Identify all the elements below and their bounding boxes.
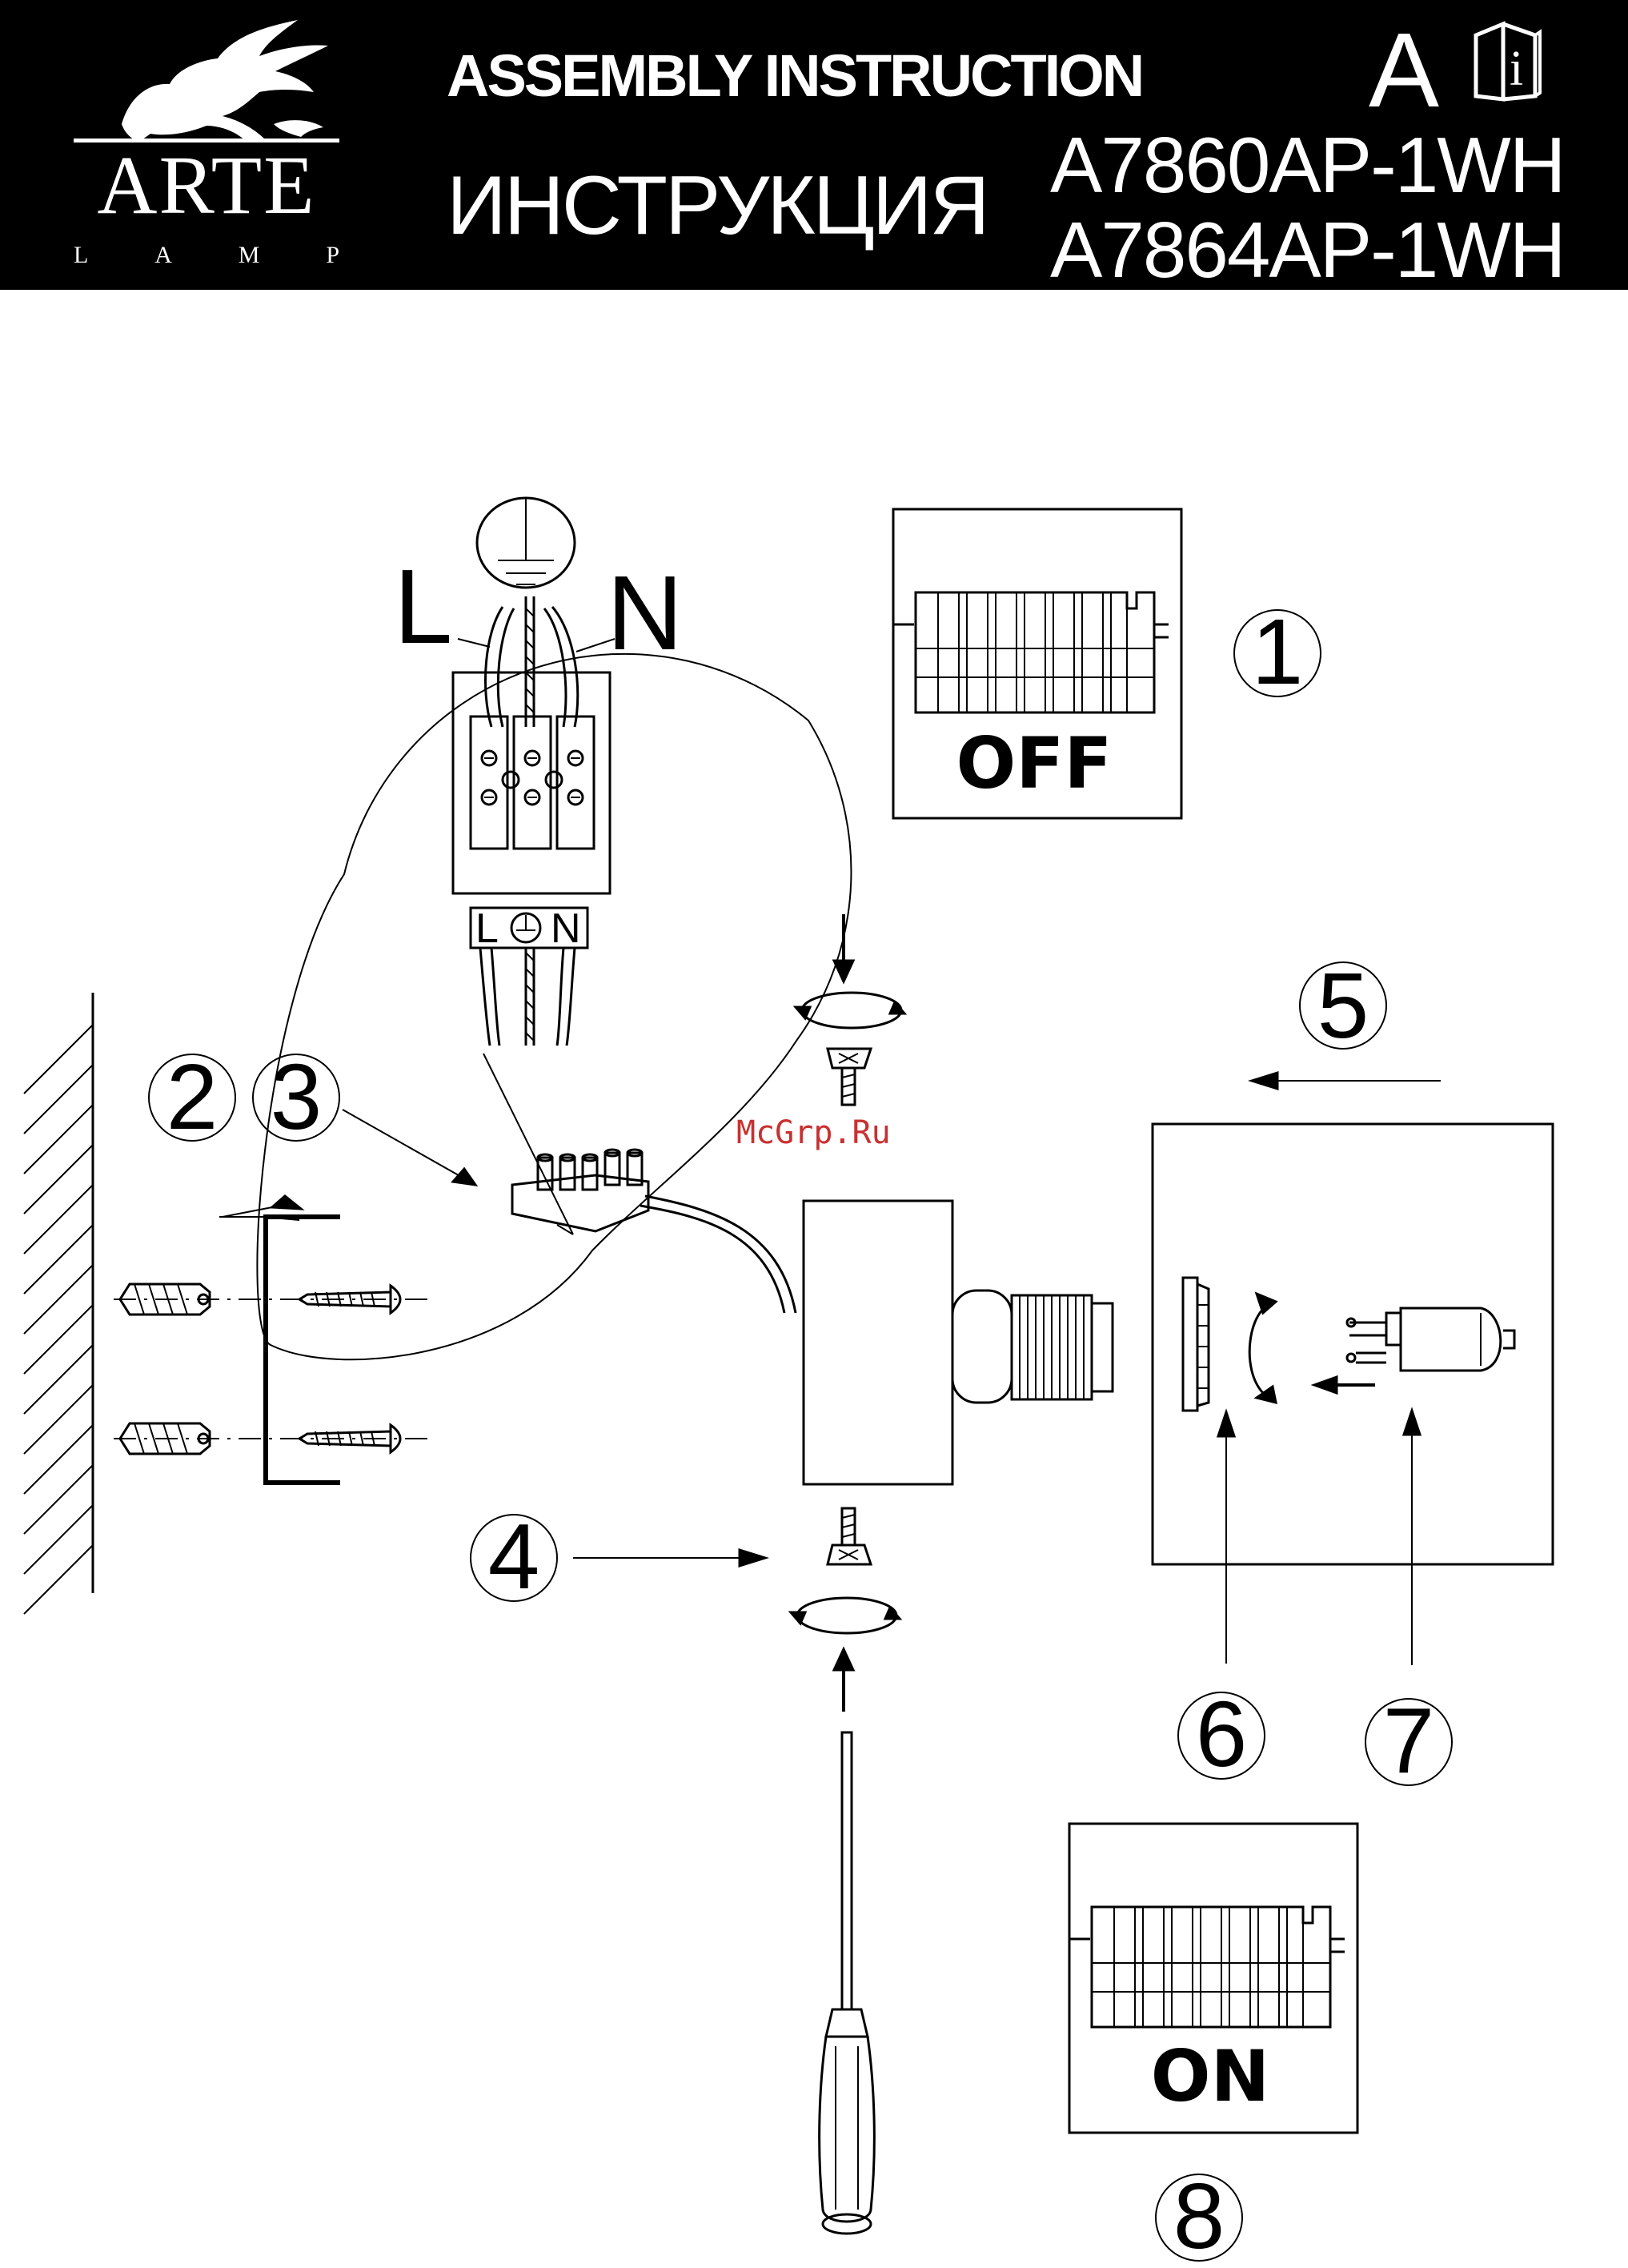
rotate-arrow-bulb: [1249, 1294, 1276, 1403]
info-book-icon: i: [1471, 16, 1543, 106]
rotate-arrow-upper: [796, 993, 904, 1028]
terminal-label-neutral: N: [551, 908, 581, 949]
step-number-4: 4: [466, 1510, 562, 1603]
rotate-arrow-lower: [791, 1598, 900, 1633]
switch-on-label: ON: [1066, 2041, 1354, 2112]
step-number-2: 2: [144, 1050, 240, 1143]
brand-subtitle: L A M P: [74, 242, 339, 269]
step-number-8: 8: [1151, 2170, 1247, 2262]
watermark-text: McGrp.Ru: [736, 1114, 891, 1151]
wall: [24, 993, 93, 1614]
switch-on-icon: [1092, 1907, 1345, 2027]
step-number-3: 3: [248, 1050, 344, 1143]
earth-symbol: [477, 498, 575, 588]
neutral-wire: [544, 607, 578, 727]
terminal-block: [512, 1150, 648, 1231]
brand-sub-letter: A: [154, 242, 172, 269]
neutral-label: N: [607, 560, 683, 666]
model-number-2: A7864AP-1WH: [1050, 205, 1565, 295]
halogen-bulb-icon: [1347, 1308, 1514, 1371]
socket-face: [1183, 1278, 1209, 1411]
screwdriver-icon: [820, 1732, 875, 2234]
live-label: L: [394, 554, 452, 660]
brand-sub-letter: M: [239, 242, 260, 269]
book-letter: i: [1510, 42, 1523, 96]
power-cable: [640, 1196, 796, 1313]
live-wire: [485, 607, 514, 727]
title-russian: ИНСТРУКЦИЯ: [447, 159, 988, 254]
brand-sub-letter: L: [74, 242, 88, 269]
diagram-drawing: [0, 290, 1628, 2263]
screw-upper: [828, 1049, 871, 1105]
step-number-6: 6: [1173, 1688, 1269, 1780]
step-number-5: 5: [1295, 959, 1391, 1052]
model-number-1: A7860AP-1WH: [1050, 120, 1565, 211]
bulb-panel: [1153, 1124, 1553, 1564]
brand-sub-letter: P: [326, 242, 339, 269]
assembly-diagram: L N L N OFF ON 1 2 3 4 5 6 7 8 McGrp.Ru: [0, 290, 1628, 2263]
lamp-body: [804, 1201, 952, 1484]
step-number-7: 7: [1361, 1694, 1457, 1787]
header-bar: ARTE L A M P ASSEMBLY INSTRUCTION ИНСТРУ…: [0, 0, 1628, 290]
switch-off-label: OFF: [890, 729, 1178, 799]
lamp-socket: [952, 1291, 1113, 1403]
switch-off-icon: [916, 592, 1169, 713]
terminal-block-detail: [453, 672, 610, 893]
section-letter: A: [1369, 18, 1439, 123]
step-number-1: 1: [1229, 605, 1325, 698]
brand-name: ARTE: [74, 144, 339, 227]
magnifier-outline: [257, 654, 851, 1359]
screw-lower: [828, 1508, 871, 1564]
title-english: ASSEMBLY INSTRUCTION: [447, 42, 1142, 110]
terminal-label-live: L: [475, 908, 499, 949]
